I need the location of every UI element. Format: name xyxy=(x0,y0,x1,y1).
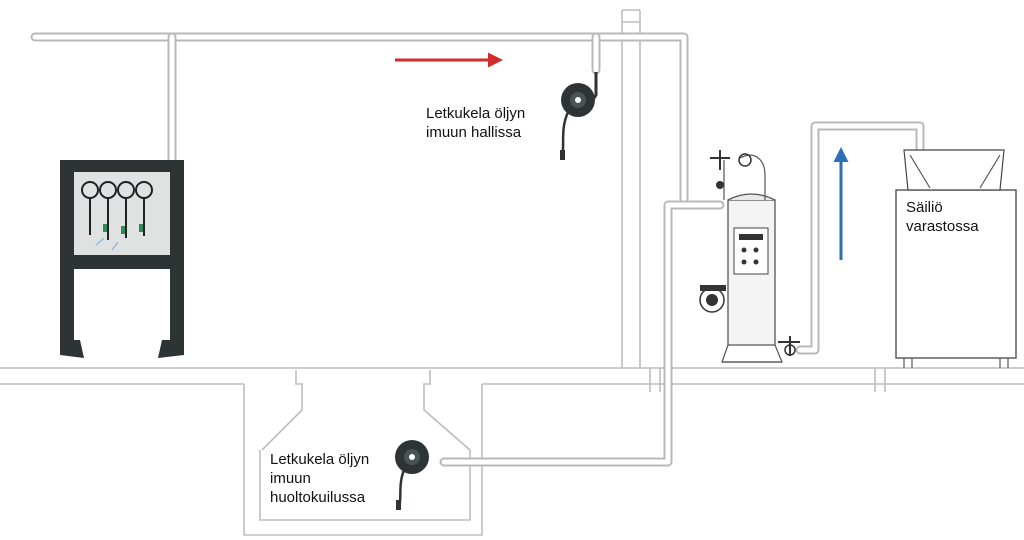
label-line: Letkukela öljyn xyxy=(270,451,370,468)
reel-pit-label: Letkukela öljyn imuun huoltokuilussa xyxy=(270,450,369,507)
suction-tank-icon xyxy=(699,150,800,363)
label-line: huoltokuilussa xyxy=(270,489,366,506)
building-outline xyxy=(0,9,1024,536)
oil-rack-icon xyxy=(60,160,184,358)
label-line: Letkukela öljyn xyxy=(426,105,526,122)
hose-reel-icon xyxy=(560,72,598,160)
label-line: Säiliö xyxy=(906,199,943,216)
label-line: imuun xyxy=(270,470,311,487)
storage-tank-label: Säiliö varastossa xyxy=(906,198,979,236)
label-line: imuun hallissa xyxy=(426,124,522,141)
label-line: varastossa xyxy=(906,218,979,235)
storage-tank-icon xyxy=(895,149,1017,368)
reel-hall-label: Letkukela öljyn imuun hallissa xyxy=(426,104,525,142)
hose-reel-icon xyxy=(395,440,429,510)
suction-pipe-network xyxy=(30,32,925,467)
